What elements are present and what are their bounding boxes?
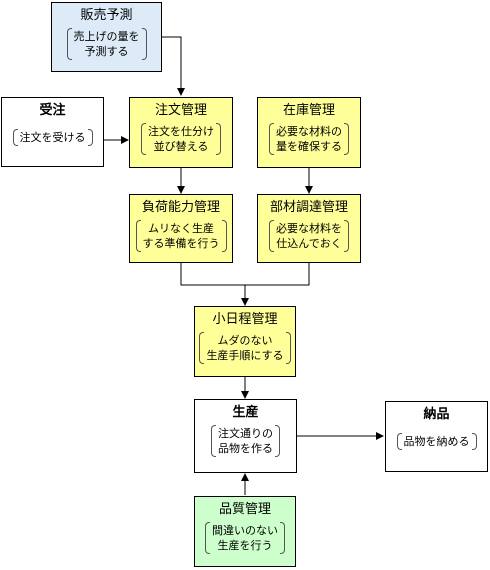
desc-line: する準備を行う [142,237,220,250]
node-description: 注文通りの品物を作る [211,425,280,457]
node-inventory-management: 在庫管理 必要な材料の量を確保する [257,97,361,168]
desc-line: 品物を納める [403,435,470,448]
arrow-forecast-to-order-mgmt [162,36,185,96]
node-title: 品質管理 [218,502,271,517]
node-order-management: 注文管理 注文を仕分け並び替える [129,97,233,168]
node-description: 必要な材料の量を確保する [269,123,349,155]
node-production: 生産 注文通りの品物を作る [194,399,297,473]
desc-line: 必要な材料の [276,125,342,138]
node-description: 注文を受ける [12,129,93,146]
merge-line [180,263,310,286]
node-load-capacity-management: 負荷能力管理 ムリなく生産する準備を行う [129,194,233,263]
node-detailed-schedule-management: 小日程管理 ムダのない生産手順にする [194,306,296,377]
node-title: 負荷能力管理 [141,200,220,215]
desc-line: 生産手順にする [206,349,284,362]
desc-line: 品物を作る [218,442,273,455]
node-parts-procurement-management: 部材調達管理 必要な材料を仕込んでおく [257,194,361,263]
node-description: 品物を納める [396,433,477,450]
node-title: 受注 [39,103,66,118]
node-title: 販売予測 [80,8,133,23]
desc-line: 注文を受ける [19,131,86,144]
desc-line: 仕込んでおく [276,237,342,250]
node-title: 生産 [232,405,259,420]
desc-line: 注文を仕分け [148,125,214,138]
desc-line: 必要な材料を [276,222,342,235]
node-title: 小日程管理 [212,312,278,327]
node-delivery: 納品 品物を納める [385,401,488,472]
node-title: 納品 [423,407,450,422]
desc-line: 並び替える [153,140,209,153]
desc-line: ムダのない [217,334,273,347]
desc-line: 量を確保する [276,140,342,153]
node-description: 間違いのない生産を行う [205,522,285,554]
desc-line: 予測する [84,45,129,58]
desc-line: 間違いのない [212,524,278,537]
desc-line: 生産を行う [217,539,273,552]
node-description: 必要な材料を仕込んでおく [269,220,349,252]
node-description: ムダのない生産手順にする [199,332,291,364]
node-description: ムリなく生産する準備を行う [135,220,227,252]
node-order-receiving: 受注 注文を受ける [1,97,104,167]
node-quality-management: 品質管理 間違いのない生産を行う [194,496,296,567]
node-title: 注文管理 [154,103,207,118]
desc-line: 注文通りの [218,427,273,440]
node-title: 部材調達管理 [269,200,348,215]
node-description: 売上げの量を予測する [66,28,147,60]
node-description: 注文を仕分け並び替える [141,123,221,155]
node-title: 在庫管理 [282,103,335,118]
desc-line: 売上げの量を [73,30,140,43]
node-sales-forecast: 販売予測 売上げの量を予測する [51,2,162,72]
desc-line: ムリなく生産 [148,222,214,235]
